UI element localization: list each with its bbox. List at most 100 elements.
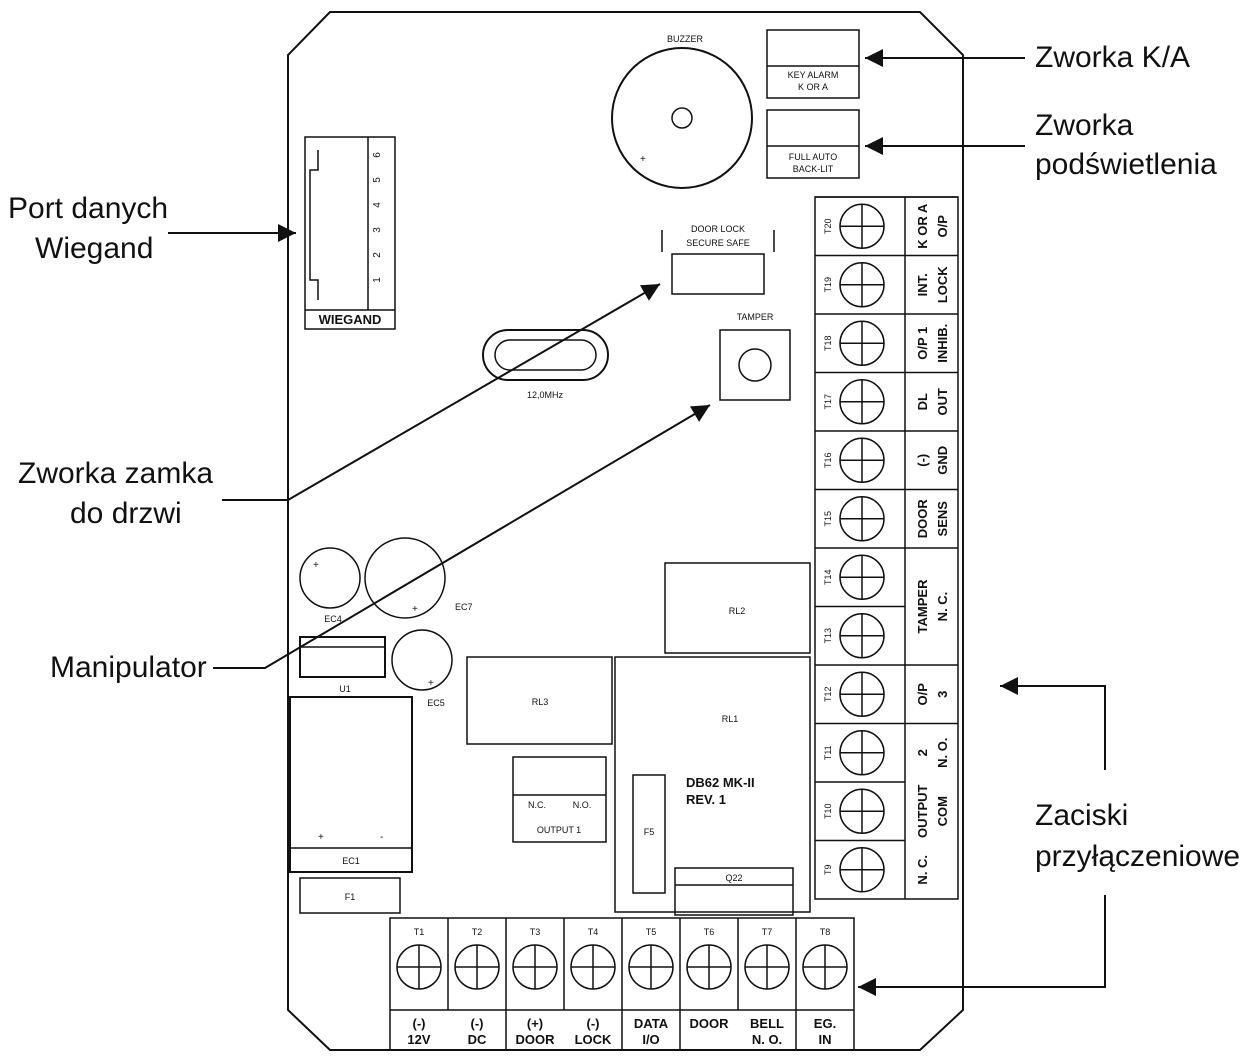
door-lock-label-1: DOOR LOCK [691, 224, 745, 234]
terminal-id: T19 [823, 277, 833, 293]
terminal-t7 [744, 944, 790, 990]
model-label-2: REV. 1 [686, 792, 726, 807]
terminal-id: T13 [823, 628, 833, 644]
f5-label: F5 [644, 827, 655, 837]
terminal-t4 [570, 944, 616, 990]
wiegand-pin-label: 1 [372, 277, 383, 283]
tamper-label: TAMPER [737, 312, 774, 322]
output1-nc: N.C. [528, 800, 546, 810]
terminal-id: T16 [823, 452, 833, 468]
terminal-id: T5 [646, 927, 657, 937]
terminal-t13 [839, 613, 885, 659]
terminal-label-1: (-) [471, 1016, 484, 1031]
capacitor-ec4 [299, 547, 361, 609]
model-label-1: DB62 MK-II [686, 775, 755, 790]
callout-tamper: Manipulator [50, 651, 207, 684]
callout-backlight-1: Zworka [1035, 109, 1134, 142]
terminal-label-1: DL [915, 393, 930, 410]
callout-jumper-ka: Zworka K/A [1035, 41, 1190, 74]
rl2-label: RL2 [729, 606, 746, 616]
terminal-id: T20 [823, 218, 833, 234]
terminal-label-2: OUT [935, 388, 950, 416]
callout-door-lock-2: do drzwi [70, 497, 182, 530]
capacitor-ec7 [364, 537, 446, 619]
terminal-label-1: TAMPER [915, 579, 930, 634]
terminal-label-1: DOOR [690, 1016, 730, 1031]
arrow-terminals-right [1000, 677, 1106, 770]
terminal-label-2: LOCK [935, 266, 950, 303]
terminal-label-2: 12V [407, 1032, 430, 1047]
terminal-label-1: EG. [814, 1016, 836, 1031]
output1-no: N.O. [573, 800, 592, 810]
terminal-t12 [839, 671, 885, 717]
terminal-id: T3 [530, 927, 541, 937]
terminal-label-1: (-) [587, 1016, 600, 1031]
terminal-id: T2 [472, 927, 483, 937]
buzzer-plus: + [640, 154, 646, 165]
terminal-id: T9 [823, 864, 833, 875]
terminal-t16 [839, 437, 885, 483]
terminal-t8 [802, 944, 848, 990]
ec1-plus: + [318, 832, 324, 843]
rl3-label: RL3 [532, 697, 549, 707]
full-auto-label-2: BACK-LIT [793, 164, 834, 174]
output1-jumper [512, 756, 607, 843]
capacitor-ec5 [391, 629, 453, 691]
ec4-plus: + [313, 560, 319, 571]
terminal-id: T1 [414, 927, 425, 937]
regulator-u1 [299, 636, 386, 678]
wiegand-pin-label: 4 [372, 202, 383, 208]
terminal-id: T18 [823, 335, 833, 351]
terminal-t9 [839, 847, 885, 893]
terminal-id: T17 [823, 394, 833, 410]
f1-label: F1 [345, 892, 356, 902]
terminal-label-2: SENS [935, 501, 950, 537]
terminal-label-1: K OR A [915, 203, 930, 249]
terminal-label-2: O/P [935, 215, 950, 238]
ec7-plus: + [412, 604, 418, 615]
ec7-label: EC7 [455, 602, 473, 612]
terminal-t17 [839, 379, 885, 425]
terminal-label-1: O/P [915, 683, 930, 706]
crystal [482, 329, 609, 381]
terminal-id: T11 [823, 745, 833, 760]
wiegand-pin-label: 6 [372, 152, 383, 158]
full-auto-label-1: FULL AUTO [789, 152, 838, 162]
callout-wiegand-1: Port danych [8, 192, 168, 225]
terminal-t11 [839, 730, 885, 776]
terminal-label-1: O/P 1 [915, 327, 930, 360]
terminal-label-1: BELL [750, 1016, 784, 1031]
door-lock-jumper [671, 253, 765, 295]
terminal-label-2: GND [935, 446, 950, 475]
terminal-label-2: DC [468, 1032, 487, 1047]
terminal-t6 [686, 944, 732, 990]
callout-door-lock-1: Zworka zamka [18, 457, 213, 490]
output1-label: OUTPUT 1 [537, 825, 581, 835]
terminal-t20 [839, 203, 885, 249]
terminal-id: T8 [820, 927, 831, 937]
terminal-label-1: 2 [915, 749, 930, 756]
key-alarm-jumper [766, 29, 860, 99]
buzzer-label: BUZZER [667, 34, 704, 44]
q22-label: Q22 [725, 873, 742, 883]
rl1-label: RL1 [722, 714, 739, 724]
terminal-t18 [839, 320, 885, 366]
wiegand-pin-label: 2 [372, 252, 383, 258]
buzzer [611, 47, 753, 189]
terminal-t3 [512, 944, 558, 990]
terminal-label-1: (+) [527, 1016, 543, 1031]
terminal-id: T12 [823, 686, 833, 702]
terminal-label-2: DOOR [516, 1032, 556, 1047]
terminal-label-1: DATA [634, 1016, 669, 1031]
tamper-switch [719, 329, 791, 401]
arrow-terminals-bottom [858, 895, 1106, 996]
ec1-label: EC1 [342, 856, 360, 866]
buzzer-center [671, 107, 693, 129]
terminal-label-2: N. O. [752, 1032, 782, 1047]
ec1-minus: - [380, 832, 383, 843]
terminal-id: T7 [762, 927, 773, 937]
terminal-t10 [839, 788, 885, 834]
terminal-t1 [396, 944, 442, 990]
terminal-label-2: 3 [935, 691, 950, 698]
